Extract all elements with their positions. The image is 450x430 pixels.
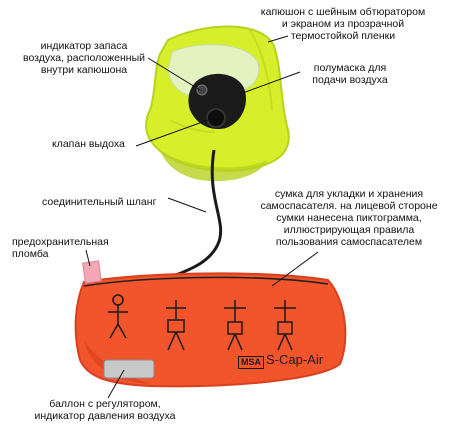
label-indicator: индикатор запаса воздуха, расположенный … [22,40,145,76]
pictogram-3 [224,300,246,351]
leader-half-mask [239,71,301,95]
storage-bag [74,272,347,388]
label-exhale-valve: клапан выдоха [52,138,125,150]
hood-wrinkle [249,29,273,111]
pictogram-1 [108,294,128,339]
cylinder-window [103,359,155,379]
leader-hood [267,35,289,43]
label-cylinder: баллон с регулятором, индикатор давления… [34,398,176,422]
bag-zipper [83,276,329,287]
bag-body [74,272,347,388]
label-hood: капюшон с шейным обтюратором и экраном и… [260,6,426,42]
leader-bag [271,251,319,287]
leader-lines [85,35,319,399]
leader-hose [167,197,207,213]
indicator-dial [196,84,208,96]
leader-exhale-valve [135,119,209,147]
pictogram-4 [274,300,296,351]
label-seal: предохранительная пломба [12,236,109,260]
half-mask [188,73,246,130]
leader-indicator [147,57,201,91]
pictogram-2 [166,300,186,351]
exhale-valve [206,108,226,128]
bag-brand-mark: MSA [238,356,264,369]
safety-seal [82,260,102,284]
hood-wrinkle [169,119,216,133]
label-bag: сумка для укладки и хранения самоспасате… [260,188,438,248]
connecting-hose [167,149,223,280]
label-half-mask: полумаска для подачи воздуха [312,62,388,86]
bag-model-name: S-Cap-Air [266,352,324,367]
hood-fold [160,150,268,182]
leader-seal [85,249,91,267]
label-hose: соединительный шланг [42,196,157,208]
leader-cylinder [107,369,125,399]
